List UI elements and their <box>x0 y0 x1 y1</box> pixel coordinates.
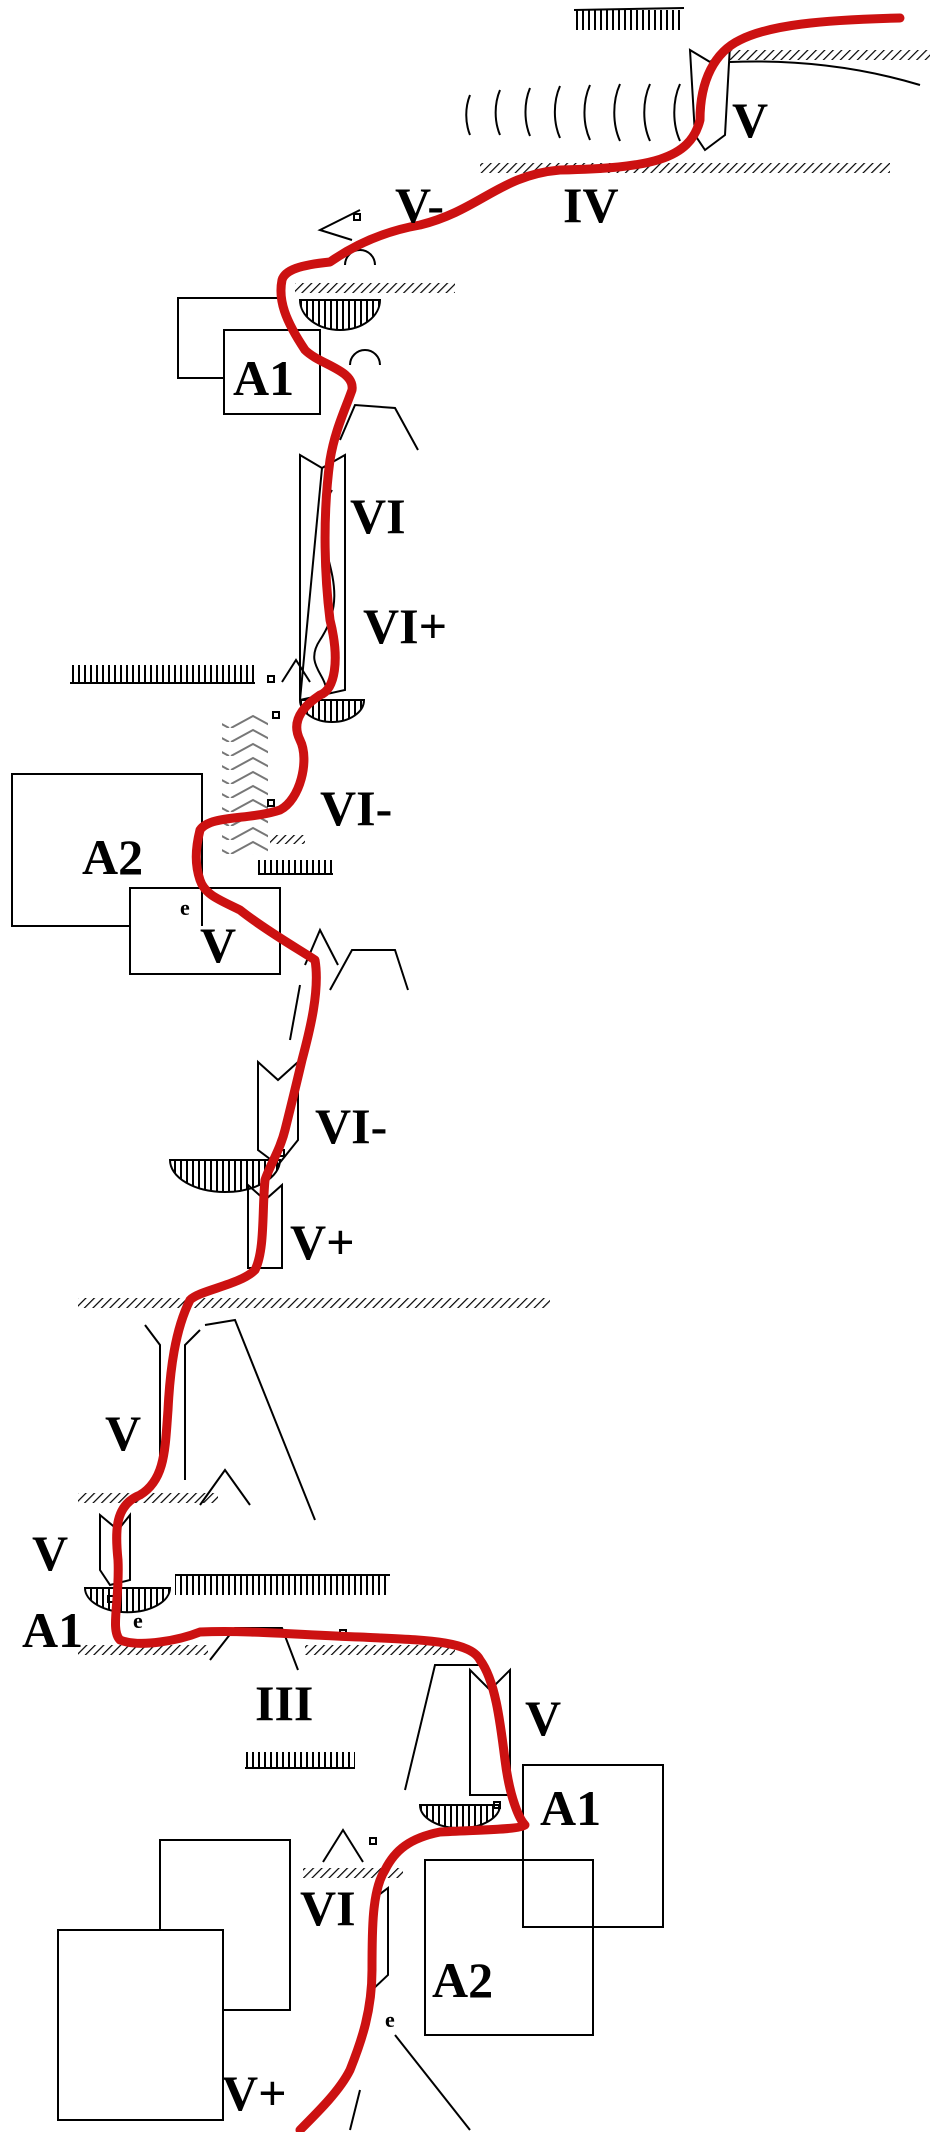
comb-iii <box>175 1575 390 1595</box>
crack-a2-bottom <box>394 2034 471 2131</box>
label-a2-bottom: A2 <box>432 1952 493 2008</box>
overhang-a1-top <box>298 299 382 331</box>
overhang-left-a1 <box>83 1587 172 1614</box>
ledge-vi-bottom <box>303 1868 403 1878</box>
label-e-a1: e <box>133 1608 143 1633</box>
bottom-section <box>57 1664 664 2131</box>
bulge-a1-top <box>344 249 376 266</box>
big-left-box-back-cover <box>161 1931 222 2009</box>
label-vi-bottom: VI <box>300 1880 356 1936</box>
roof-arcs <box>465 83 681 142</box>
label-a1-left: A1 <box>22 1602 83 1658</box>
vi-minus-section <box>78 1059 550 1308</box>
labels: V IV V- A1 VI VI+ VI- A2 e V VI- V+ V V … <box>22 92 768 2121</box>
label-v-top: V <box>732 92 768 148</box>
label-a1-bottom: A1 <box>540 1780 601 1836</box>
roof-comb-base <box>573 7 685 11</box>
dihedral-vi <box>299 453 324 701</box>
bulge-a1-right <box>349 349 381 366</box>
route-line <box>111 13 905 2132</box>
label-vi-minus-2: VI- <box>315 1098 387 1154</box>
comb-vi-plus <box>70 665 255 683</box>
chevron-vi-bottom <box>322 1828 364 1863</box>
crack-left-v-2 <box>184 1329 201 1480</box>
a2-top-box-cover <box>131 889 202 925</box>
a2-section <box>11 773 409 1041</box>
overhang-vi-minus <box>168 1159 282 1193</box>
bolt-right-a1 <box>493 1801 501 1809</box>
ledge-iii-right <box>305 1645 455 1655</box>
dihedral-vi-minus <box>257 1059 299 1167</box>
ledge-iv <box>480 163 890 173</box>
ledge-vi-minus <box>270 835 305 844</box>
label-vi-minus-1: VI- <box>320 780 392 836</box>
a1-bottom-box-front <box>522 1764 664 1928</box>
bolt-vi-plus-2 <box>272 711 280 719</box>
label-v-left-2: V <box>32 1525 68 1581</box>
ledge-a1-top <box>295 283 455 293</box>
label-vi-1: VI <box>350 488 406 544</box>
bolt-vi-bottom <box>369 1837 377 1845</box>
roof-comb <box>574 10 684 30</box>
crack-left-v-3 <box>204 1318 316 1521</box>
label-v-minus-top: V- <box>395 177 444 233</box>
crack-a1-right <box>339 403 419 451</box>
bolt-vi-minus <box>267 799 275 807</box>
label-a2-top: A2 <box>82 829 143 885</box>
label-v-plus-bottom: V+ <box>222 2065 287 2121</box>
overhang-right-a1 <box>418 1804 502 1830</box>
bolt-vi-plus <box>267 675 275 683</box>
bolt-marker <box>353 213 361 221</box>
ledge-left-v <box>78 1493 218 1503</box>
label-v-right: V <box>525 1690 561 1746</box>
ledge-v-plus <box>78 1298 550 1308</box>
big-left-box-back-edges <box>159 1839 291 2011</box>
comb-below-iii <box>245 1752 355 1768</box>
label-e-a2: e <box>180 895 190 920</box>
label-e-bottom: e <box>385 2007 395 2032</box>
label-v-plus-mid: V+ <box>290 1214 355 1270</box>
dihedral-right-v <box>469 1667 511 1796</box>
v-minus-chevron <box>317 209 361 241</box>
ledge-top-right-curve <box>729 60 921 86</box>
a2-bottom-box <box>424 1859 594 2036</box>
comb-vi-minus <box>258 860 333 874</box>
ledge-top-right <box>730 50 930 60</box>
crack-a2-right <box>329 949 409 991</box>
label-a1-top: A1 <box>233 350 294 406</box>
a1-top-backbox <box>177 297 280 379</box>
crack-left-v <box>144 1324 161 1460</box>
crack-a2-bottom-2 <box>349 2089 361 2131</box>
left-v-section <box>78 1318 455 1769</box>
label-v-left-1: V <box>105 1405 141 1461</box>
label-iv: IV <box>563 177 619 233</box>
ledge-left-a1 <box>78 1645 208 1655</box>
label-v-a2: V <box>200 917 236 973</box>
vi-plus-chevron <box>281 658 311 683</box>
label-vi-plus: VI+ <box>363 598 447 654</box>
chevron-block <box>222 715 268 855</box>
crack-right-v <box>404 1664 480 1791</box>
crack-a2-left <box>289 984 301 1041</box>
label-iii: III <box>255 1675 313 1731</box>
